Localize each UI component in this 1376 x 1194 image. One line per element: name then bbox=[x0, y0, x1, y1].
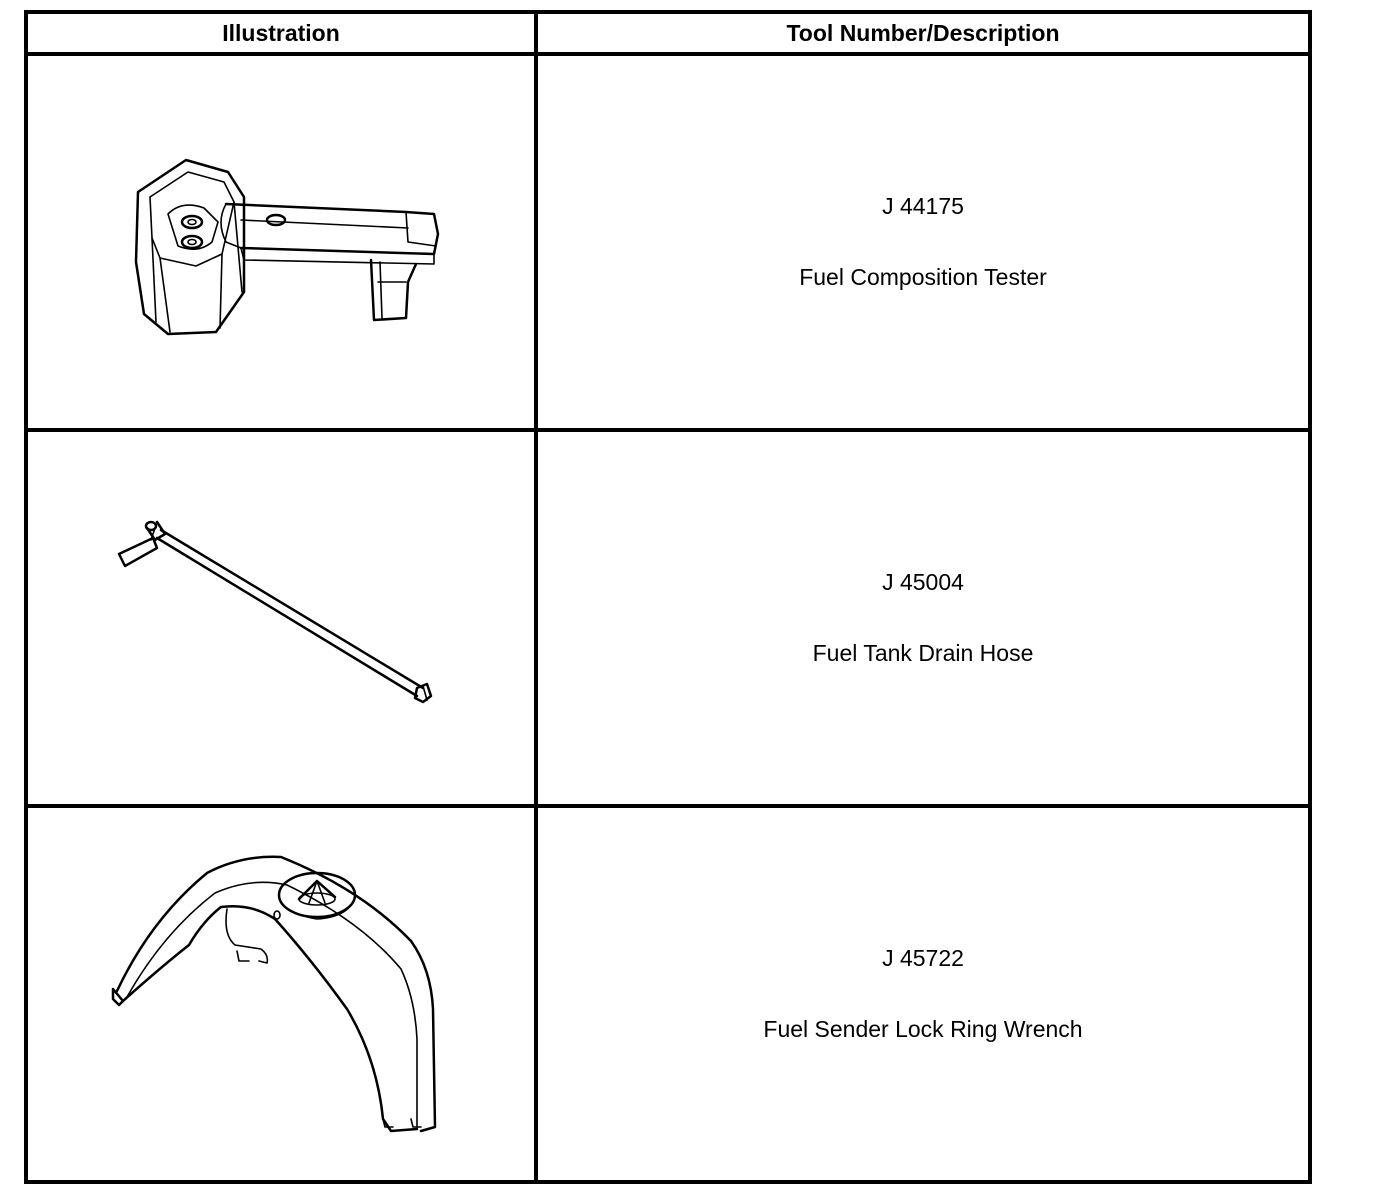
table-row: J 45004 Fuel Tank Drain Hose bbox=[24, 428, 1312, 808]
illustration-cell bbox=[24, 52, 538, 432]
fuel-tank-drain-hose-icon bbox=[117, 520, 433, 704]
tool-description: Fuel Composition Tester bbox=[799, 264, 1047, 290]
fuel-composition-tester-icon bbox=[134, 158, 440, 336]
header-tool-description: Tool Number/Description bbox=[534, 10, 1312, 56]
table-row: J 44175 Fuel Composition Tester bbox=[24, 52, 1312, 432]
illustration-cell bbox=[24, 428, 538, 808]
tools-table: Illustration Tool Number/Description bbox=[24, 10, 1312, 1184]
table-row: J 45722 Fuel Sender Lock Ring Wrench bbox=[24, 804, 1312, 1184]
header-illustration: Illustration bbox=[24, 10, 538, 56]
description-cell: J 45004 Fuel Tank Drain Hose bbox=[534, 428, 1312, 808]
tool-number: J 44175 bbox=[882, 193, 964, 219]
tool-description: Fuel Sender Lock Ring Wrench bbox=[763, 1016, 1083, 1042]
description-cell: J 45722 Fuel Sender Lock Ring Wrench bbox=[534, 804, 1312, 1184]
tool-description: Fuel Tank Drain Hose bbox=[812, 640, 1034, 666]
tool-number: J 45004 bbox=[882, 569, 964, 595]
tool-number: J 45722 bbox=[882, 945, 964, 971]
illustration-cell bbox=[24, 804, 538, 1184]
lock-ring-wrench-icon bbox=[111, 855, 437, 1133]
header-row: Illustration Tool Number/Description bbox=[24, 10, 1312, 56]
description-cell: J 44175 Fuel Composition Tester bbox=[534, 52, 1312, 432]
